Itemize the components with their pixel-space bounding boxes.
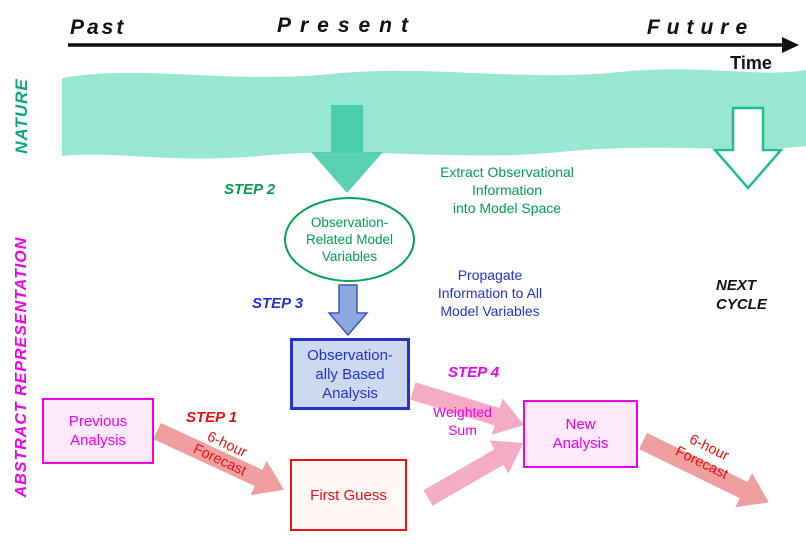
timeline-label-future: Future [646,16,755,39]
annotation-line: CYCLE [716,296,767,313]
annotation-line: NEXT [716,277,757,294]
node-line: First Guess [310,486,387,504]
step3-label: STEP 3 [252,295,304,312]
next-forecast-arrow-icon [639,432,769,508]
propagate-down-arrow-icon [327,284,369,337]
next-cycle-down-arrow-icon [712,106,784,190]
node-line: Observation- [310,215,389,230]
timeline-label-time: Time [730,53,772,73]
timeline-arrowhead-icon [782,37,799,53]
next-cycle-label: NEXT CYCLE [716,276,788,314]
step4-label: STEP 4 [448,364,500,381]
side-label-abstract-representation: ABSTRACT REPRESENTATION [13,236,30,498]
annotation-line: Weighted [433,404,492,420]
step2-label: STEP 2 [224,181,276,198]
node-line: ally Based [315,365,385,383]
annotation-line: Information to All [437,285,543,301]
annotation-line: Information [471,182,543,198]
step4-upper-arrow-icon [410,382,524,435]
node-first-guess: First Guess [290,459,407,531]
node-line: Variables [321,249,378,264]
weighted-sum-annotation: Weighted Sum [420,403,505,439]
annotation-line: into Model Space [452,200,562,216]
node-observation-related-model-variables: Observation- Related Model Variables [284,197,415,282]
node-previous-analysis: Previous Analysis [42,398,154,464]
node-line: Observation- [307,346,393,364]
side-label-nature: NATURE [12,78,31,154]
nature-band [62,69,806,159]
annotation-line: Model Variables [440,303,540,319]
step1-label: STEP 1 [186,409,238,426]
timeline-label-present: Present [276,14,418,37]
node-line: Related Model [305,232,394,247]
node-observationally-based-analysis: Observation- ally Based Analysis [290,338,410,410]
node-line: Analysis [70,432,126,449]
extract-annotation: Extract Observational Information into M… [413,163,601,217]
timeline-label-past: Past [70,16,127,39]
node-line: New [565,416,596,433]
node-line: Analysis [322,384,378,402]
step1-forecast-arrow-icon [153,422,285,496]
node-line: Analysis [552,435,609,452]
annotation-line: Propagate [457,267,523,283]
node-new-analysis: New Analysis [523,400,638,468]
annotation-line: Extract Observational [440,164,574,180]
extract-down-arrow-icon [311,105,383,193]
node-line: Previous [68,413,128,430]
propagate-annotation: Propagate Information to All Model Varia… [425,266,555,320]
step4-lower-arrow-icon [423,440,524,506]
annotation-line: Sum [448,422,477,438]
